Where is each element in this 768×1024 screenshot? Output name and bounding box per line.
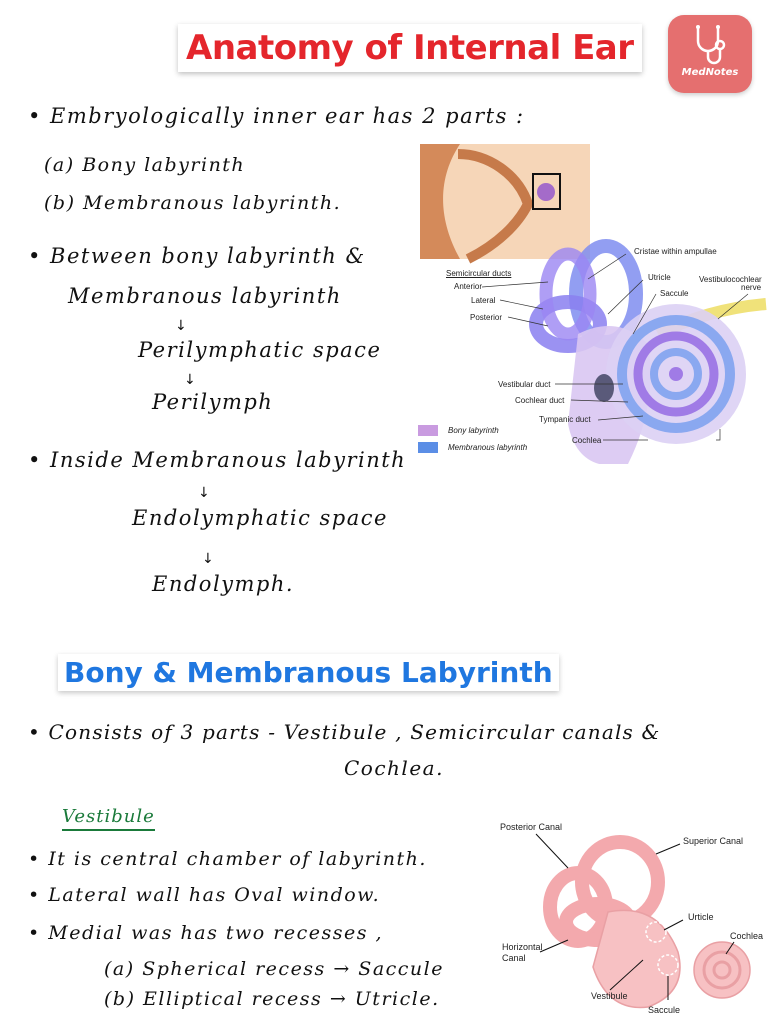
label-canal: Canal [502, 953, 526, 963]
label-saccule: Saccule [660, 289, 689, 298]
label-anterior: Anterior [454, 282, 483, 291]
label-vestibule: Vestibule [591, 991, 628, 1001]
label-lateral: Lateral [471, 296, 496, 305]
note-v5: (b) Elliptical recess → Utricle. [104, 988, 440, 1010]
label-nerve: nerve [741, 283, 762, 292]
note-consists-1: • Consists of 3 parts - Vestibule , Semi… [28, 720, 661, 744]
arrow-down-icon: ↓ [202, 551, 214, 567]
note-v2: • Lateral wall has Oval window. [28, 884, 381, 906]
note-between-1: • Between bony labyrinth & [28, 244, 366, 268]
stethoscope-icon [696, 25, 726, 65]
section-title: Bony & Membranous Labyrinth [58, 654, 559, 691]
inner-ear-diagram: Cristae within ampullae Semicircular duc… [418, 144, 768, 464]
note-embryo: • Embryologically inner ear has 2 parts … [28, 104, 525, 128]
arrow-down-icon: ↓ [184, 372, 196, 388]
note-endolymph: Endolymph. [152, 572, 295, 596]
label-vestibulocochlear: Vestibulocochlear [699, 275, 762, 284]
label-posterior: Posterior [470, 313, 503, 322]
label-cristae: Cristae within ampullae [634, 247, 717, 256]
label-vestibular-duct: Vestibular duct [498, 380, 551, 389]
note-v1: • It is central chamber of labyrinth. [28, 848, 427, 870]
note-membranous: (b) Membranous labyrinth. [44, 192, 342, 214]
label-cochlea-2: Cochlea [730, 931, 764, 941]
label-utricle: Utricle [648, 273, 671, 282]
label-tympanic-duct: Tympanic duct [539, 415, 591, 424]
mednotes-logo: MedNotes [668, 15, 752, 93]
label-superior-canal: Superior Canal [683, 836, 744, 846]
logo-text: MedNotes [681, 67, 739, 78]
label-posterior-canal: Posterior Canal [500, 822, 563, 832]
note-consists-2: Cochlea. [344, 756, 444, 780]
label-cochlea: Cochlea [572, 436, 602, 445]
arrow-down-icon: ↓ [198, 485, 210, 501]
label-horizontal: Horizontal [502, 942, 543, 952]
label-urticle: Urticle [688, 912, 714, 922]
bony-labyrinth-diagram: Posterior Canal Superior Canal Urticle H… [498, 812, 766, 1020]
page-title: Anatomy of Internal Ear [178, 24, 642, 72]
note-v4: (a) Spherical recess → Saccule [104, 958, 444, 980]
label-semicircular-ducts: Semicircular ducts [446, 269, 512, 278]
label-saccule-2: Saccule [648, 1005, 681, 1015]
arrow-down-icon: ↓ [175, 318, 187, 334]
vestibule-heading: Vestibule [62, 806, 155, 831]
note-endolymphatic-space: Endolymphatic space [132, 506, 388, 530]
note-perilymphatic-space: Perilymphatic space [138, 338, 382, 362]
note-bony: (a) Bony labyrinth [44, 154, 246, 176]
note-v3: • Medial was has two recesses , [28, 922, 384, 944]
legend-bony-labyrinth: Bony labyrinth [448, 426, 499, 435]
note-inside: • Inside Membranous labyrinth [28, 448, 407, 472]
note-perilymph: Perilymph [152, 390, 274, 414]
legend-membranous-labyrinth: Membranous labyrinth [448, 443, 528, 452]
label-cochlear-duct: Cochlear duct [515, 396, 565, 405]
note-between-2: Membranous labyrinth [68, 284, 342, 308]
